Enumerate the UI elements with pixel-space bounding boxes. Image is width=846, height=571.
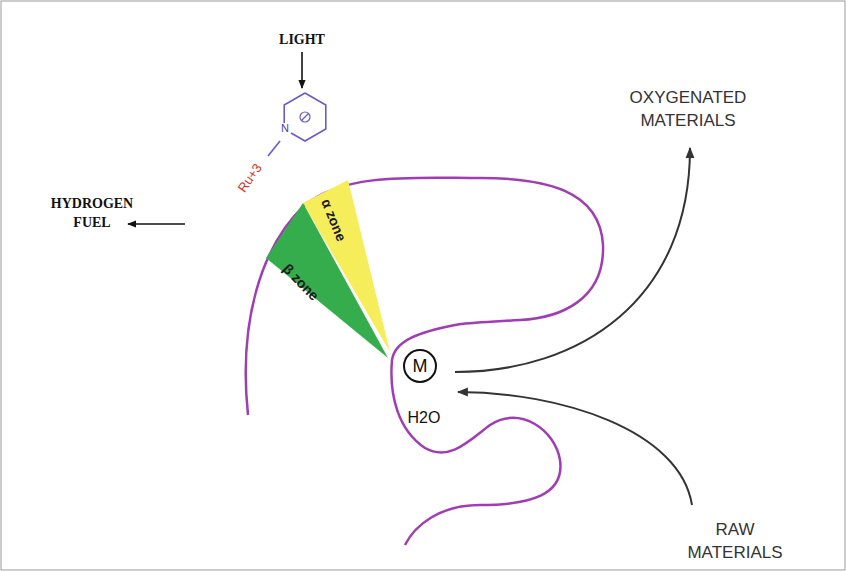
metal-symbol: M — [413, 356, 428, 377]
zone-fill — [266, 203, 388, 358]
metal-circle-outline — [404, 350, 436, 382]
water-label: H2O — [399, 407, 449, 429]
hydrogen-fuel-label: HYDROGEN FUEL — [40, 195, 145, 233]
pyridine-ring — [284, 93, 326, 141]
ruthenium-label: Ru+3 — [226, 148, 275, 207]
light-label: LIGHT — [242, 31, 362, 50]
light-arrow — [301, 52, 303, 88]
output-arrow — [455, 148, 690, 372]
bond-line — [268, 141, 280, 156]
hydrogen-arrow — [128, 223, 185, 225]
input-arrow — [458, 392, 692, 505]
input-label: RAW MATERIALS — [685, 519, 785, 565]
nitrogen-atom: N — [278, 121, 292, 136]
metal-center: M — [402, 348, 438, 384]
output-label: OXYGENATED MATERIALS — [603, 87, 773, 133]
molecule-outline — [246, 178, 603, 545]
zone-shape — [266, 203, 388, 358]
beta-zone: β zone — [266, 203, 388, 358]
